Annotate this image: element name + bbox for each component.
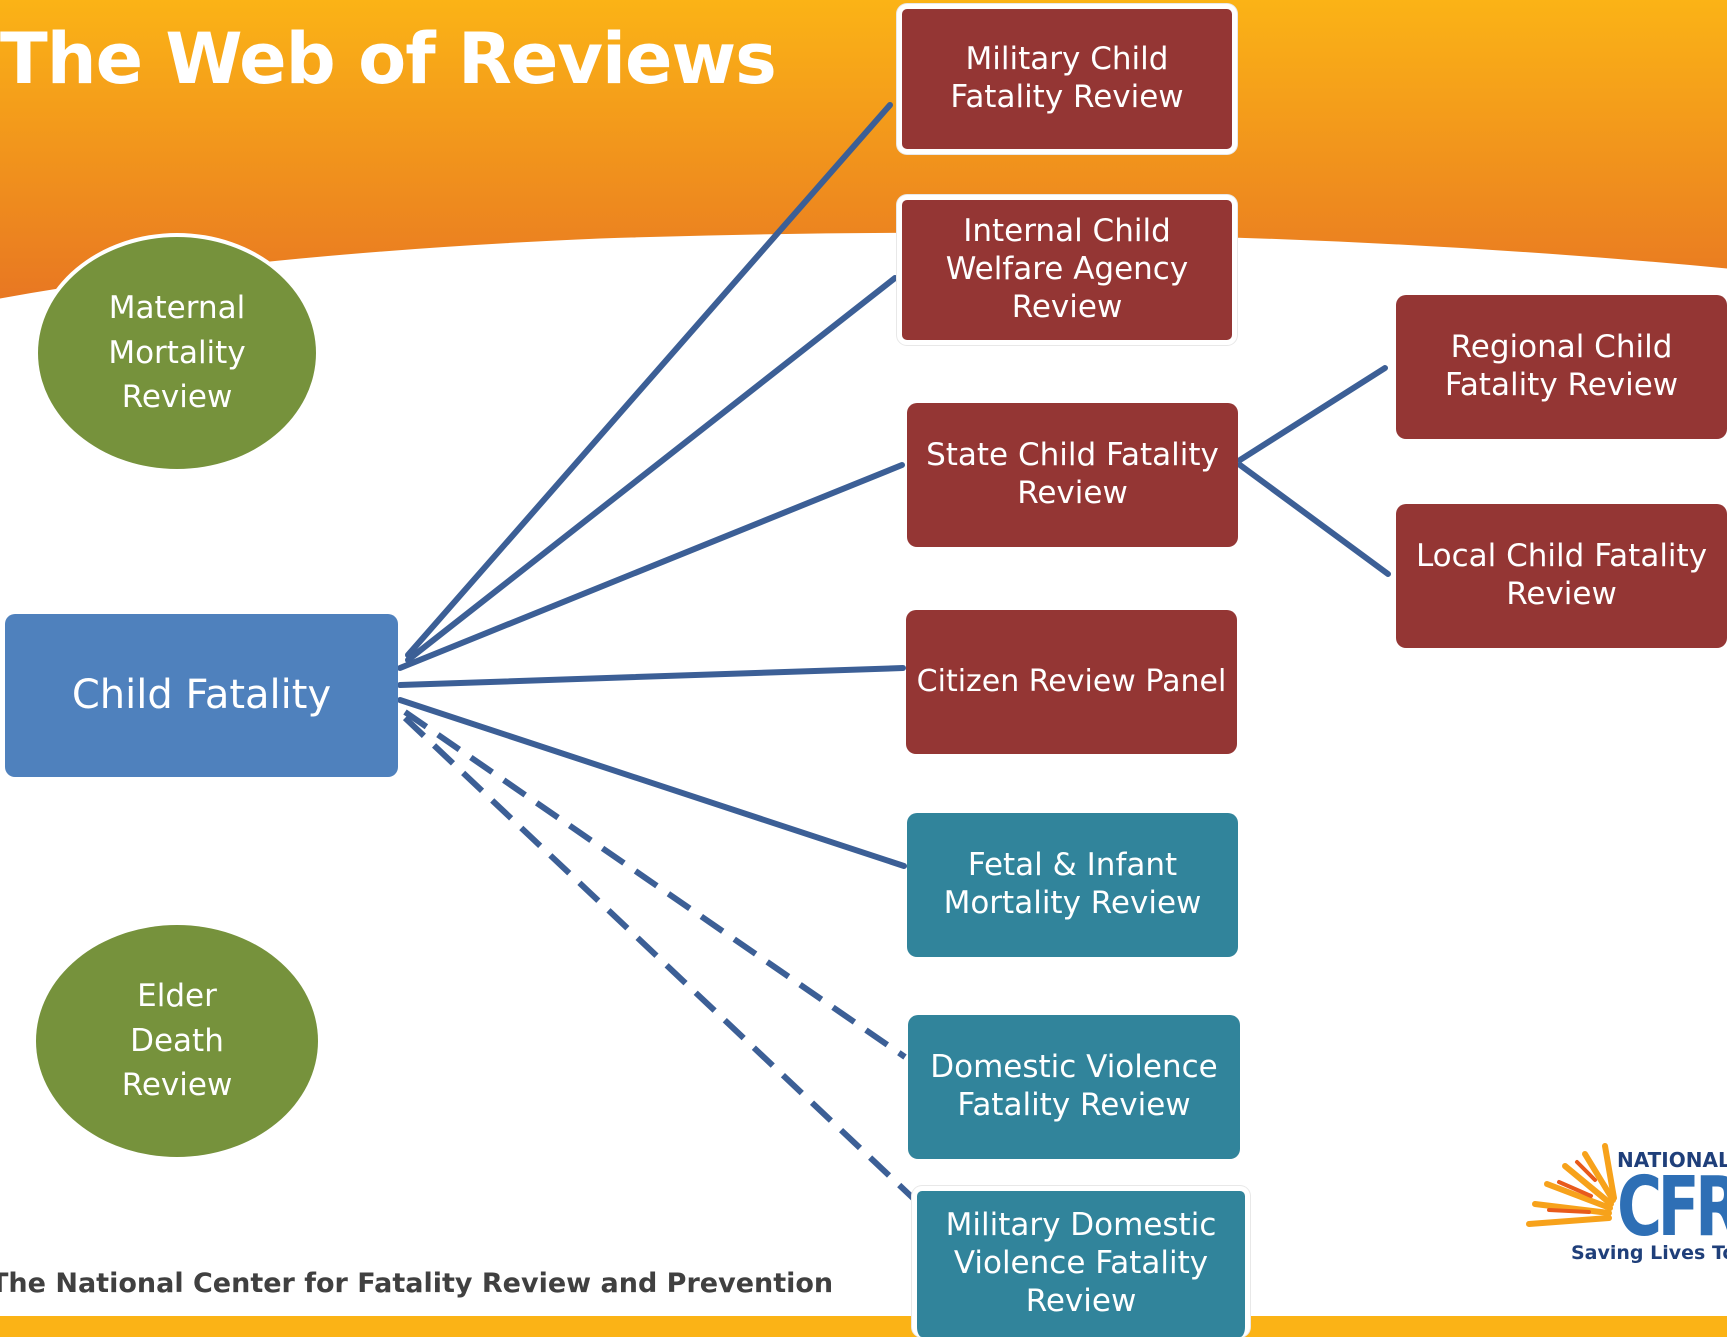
- node-elder-death[interactable]: Elder Death Review: [36, 925, 318, 1157]
- connector-domestic-violence: [403, 709, 907, 1060]
- node-label: Internal Child Welfare Agency Review: [945, 213, 1189, 325]
- connector-state-child: [397, 462, 905, 671]
- connector-local-child: [1237, 462, 1391, 577]
- ncfrp-logo: NATIONAL CFRP Saving Lives Together: [1525, 1140, 1727, 1280]
- footer-organization: The National Center for Fatality Review …: [0, 1268, 834, 1299]
- connector-internal-child-welfare: [405, 275, 898, 663]
- logo-top-text: NATIONAL: [1617, 1148, 1727, 1172]
- node-label: Regional Child Fatality Review: [1444, 329, 1679, 403]
- node-label: Domestic Violence Fatality Review: [930, 1049, 1218, 1123]
- logo-main-text: CFRP: [1617, 1160, 1727, 1255]
- node-child-fatality[interactable]: Child Fatality: [5, 614, 398, 777]
- node-label: Elder Death Review: [121, 977, 233, 1104]
- node-citizen-review-panel[interactable]: Citizen Review Panel: [906, 610, 1237, 754]
- header-band: [0, 0, 1727, 300]
- node-label: Child Fatality: [71, 672, 332, 719]
- node-label: Local Child Fatality Review: [1415, 538, 1708, 612]
- node-military-domestic-violence[interactable]: Military Domestic Violence Fatality Revi…: [912, 1186, 1250, 1337]
- node-military-child-fatality[interactable]: Military Child Fatality Review: [897, 4, 1237, 154]
- connector-fetal-infant: [397, 697, 907, 869]
- sunburst-icon: [1526, 1143, 1617, 1227]
- connector-regional-child: [1237, 365, 1388, 463]
- node-label: Military Child Fatality Review: [950, 41, 1184, 115]
- node-label: Citizen Review Panel: [916, 663, 1227, 699]
- footer-band: [0, 1316, 1727, 1337]
- connector-military-domestic: [402, 715, 918, 1203]
- node-internal-child-welfare[interactable]: Internal Child Welfare Agency Review: [897, 195, 1237, 345]
- node-domestic-violence-fatality[interactable]: Domestic Violence Fatality Review: [908, 1015, 1240, 1159]
- node-local-child-fatality[interactable]: Local Child Fatality Review: [1396, 504, 1727, 648]
- node-maternal-mortality[interactable]: Maternal Mortality Review: [34, 233, 320, 473]
- node-label: Military Domestic Violence Fatality Revi…: [945, 1207, 1217, 1319]
- logo-tagline: Saving Lives Together: [1571, 1242, 1727, 1264]
- node-state-child-fatality[interactable]: State Child Fatality Review: [907, 403, 1238, 547]
- node-fetal-infant-mortality[interactable]: Fetal & Infant Mortality Review: [907, 813, 1238, 957]
- node-label: State Child Fatality Review: [926, 437, 1219, 511]
- connector-military-child: [405, 102, 893, 658]
- connectors: [397, 102, 1391, 1203]
- node-label: Fetal & Infant Mortality Review: [943, 847, 1202, 921]
- node-label: Maternal Mortality Review: [108, 289, 246, 416]
- connector-citizen-panel: [397, 665, 906, 688]
- page-title: The Web of Reviews: [0, 18, 777, 100]
- node-regional-child-fatality[interactable]: Regional Child Fatality Review: [1396, 295, 1727, 439]
